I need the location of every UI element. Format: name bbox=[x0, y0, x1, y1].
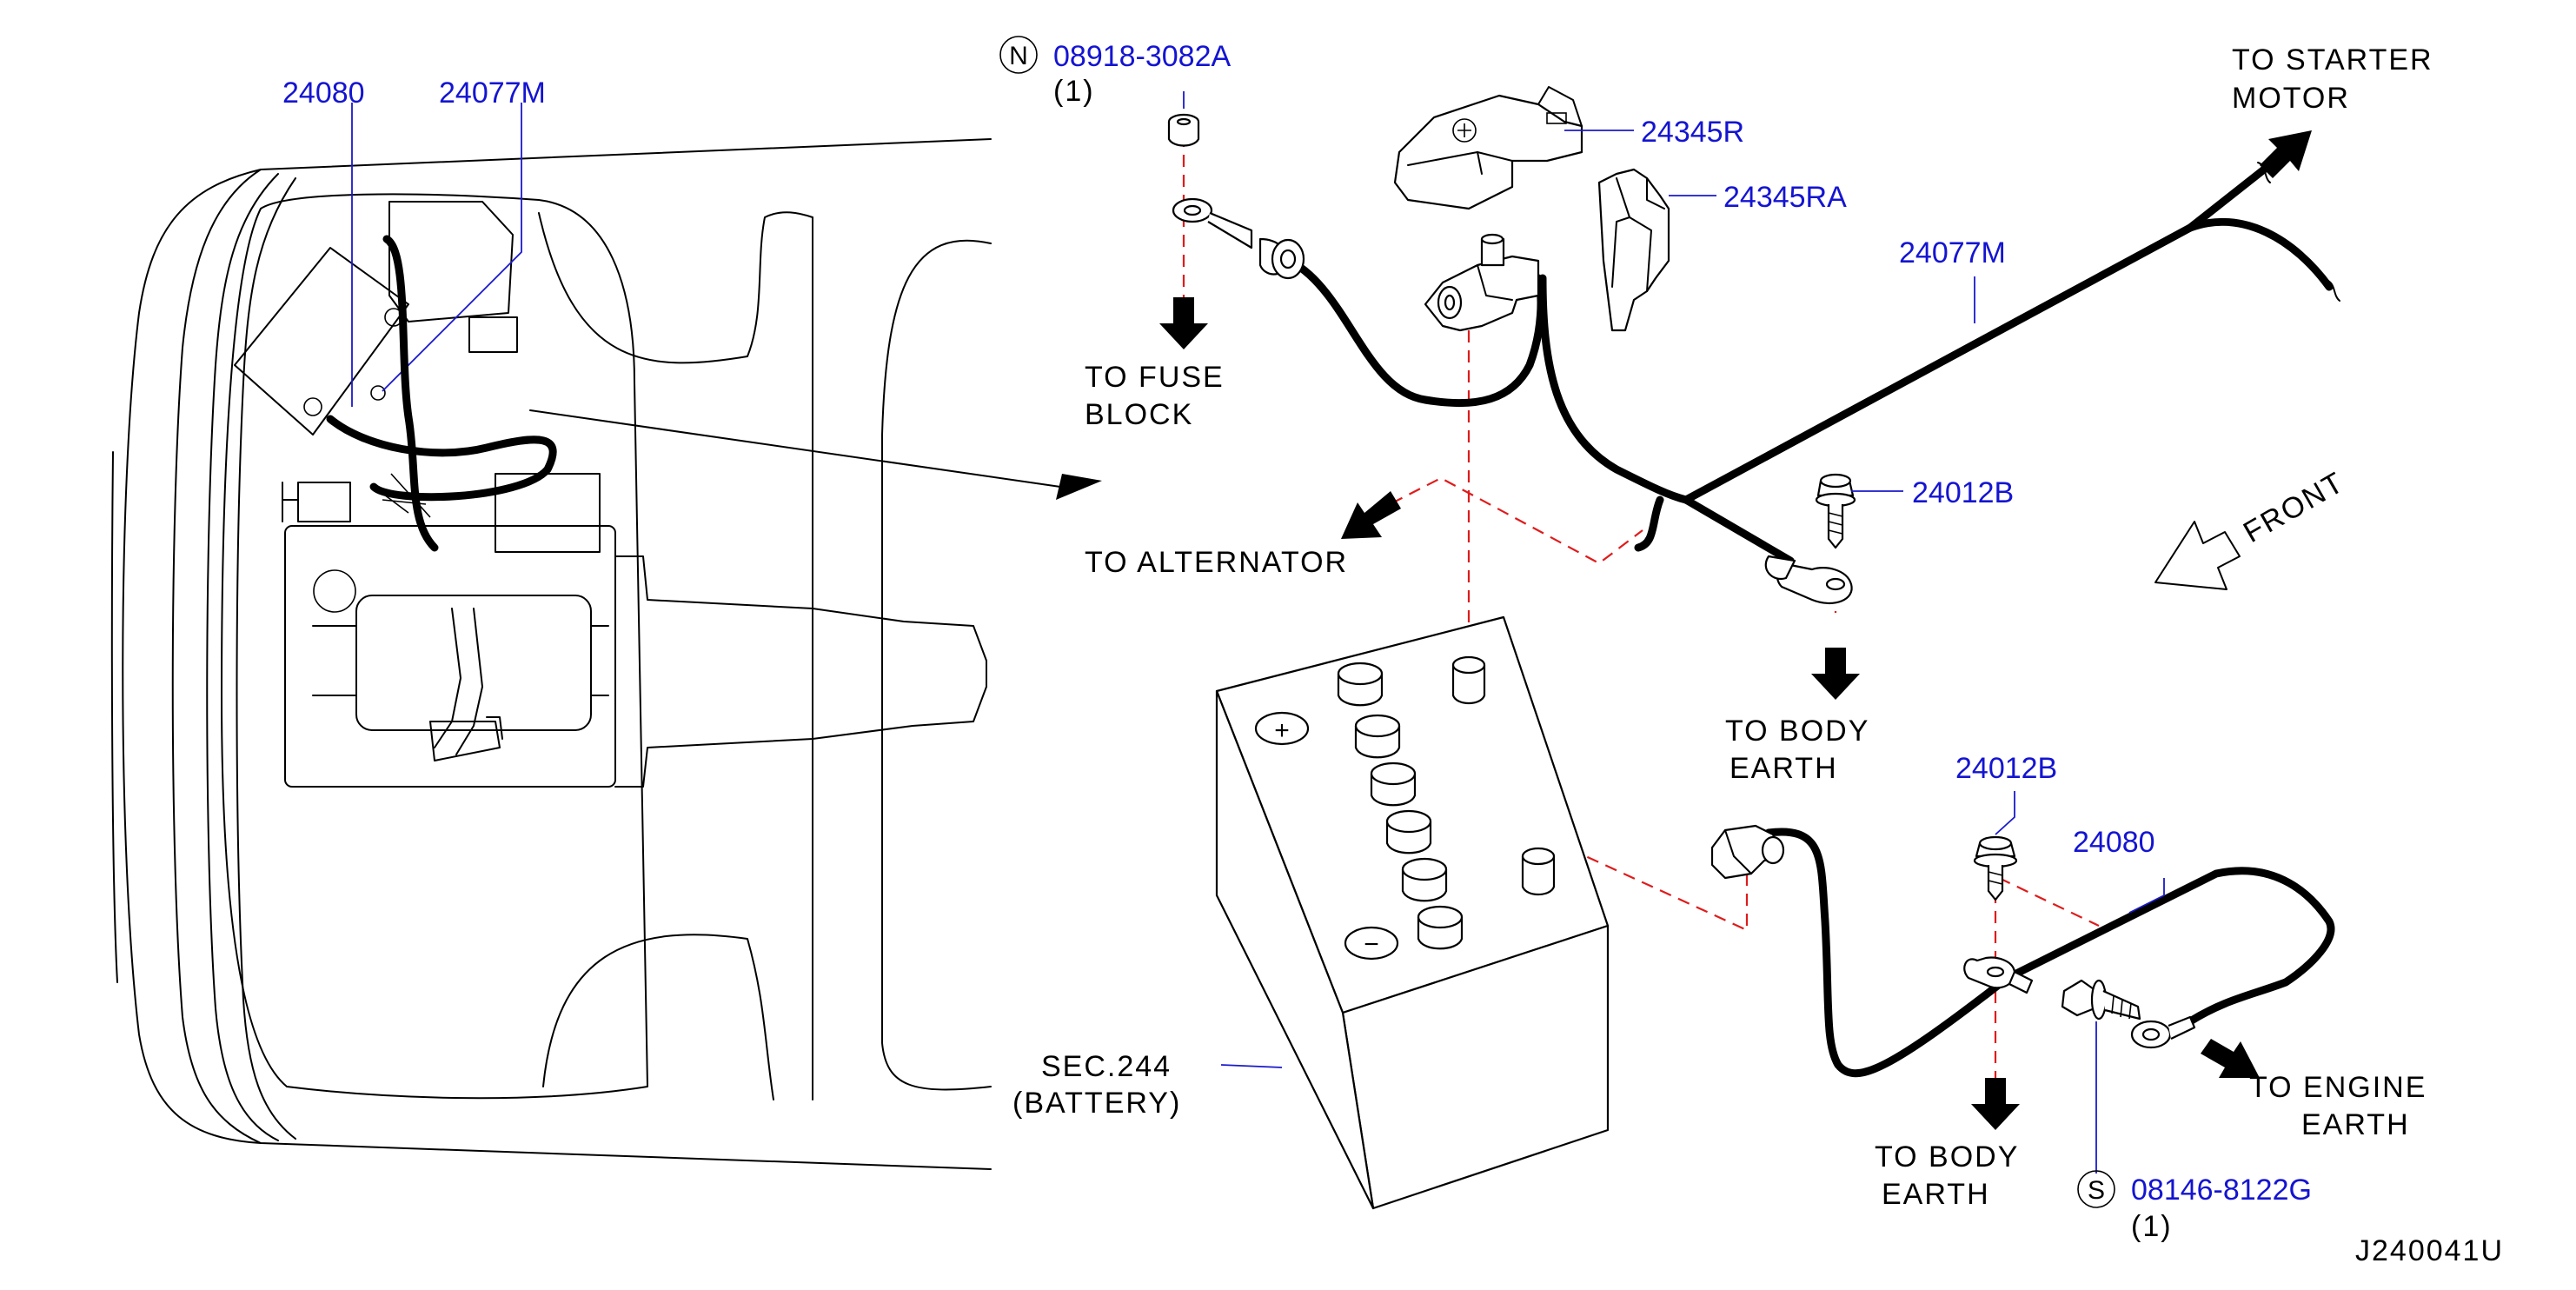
terminal-cover-24345ra bbox=[1597, 168, 1670, 332]
battery: + − bbox=[1215, 615, 1610, 1210]
arrow-down-body-earth-bottom-icon bbox=[1971, 1078, 2020, 1130]
positive-clamp bbox=[1424, 233, 1540, 332]
direction-arrows bbox=[1159, 130, 2312, 1130]
label-08918-3082a: 08918-3082A bbox=[1053, 40, 1232, 73]
fuse-terminal bbox=[1172, 197, 1305, 280]
vehicle-overview bbox=[110, 103, 1102, 1170]
label-battery-2: (BATTERY) bbox=[1012, 1087, 1181, 1120]
engine-earth-terminal bbox=[2130, 1015, 2196, 1049]
label-08146-8122g: 08146-8122G bbox=[2131, 1174, 2312, 1207]
body-earth-terminal-bottom bbox=[1963, 956, 2034, 994]
bolt-08146 bbox=[2061, 979, 2141, 1021]
arrow-down-body-earth-top-icon bbox=[1811, 648, 1860, 700]
label-body-earth-top-2: EARTH bbox=[1730, 752, 1838, 785]
front-arrow-icon bbox=[2154, 521, 2241, 590]
arrow-engine-earth-icon bbox=[2201, 1039, 2260, 1078]
leader-lines bbox=[1183, 91, 2165, 1174]
label-fuse-2: BLOCK bbox=[1085, 398, 1193, 431]
nut-08918 bbox=[1167, 113, 1200, 147]
label-body-earth-bottom-1: TO BODY bbox=[1875, 1140, 2019, 1174]
battery-caps bbox=[1337, 662, 1464, 950]
label-alternator: TO ALTERNATOR bbox=[1085, 546, 1348, 579]
label-fuse-1: TO FUSE bbox=[1085, 361, 1225, 394]
terminal-cover-24345r bbox=[1393, 86, 1583, 210]
label-starter-1: TO STARTER bbox=[2232, 43, 2433, 76]
label-24080-left: 24080 bbox=[282, 76, 365, 110]
battery-plus-mark: + bbox=[1274, 716, 1290, 745]
label-24345ra: 24345RA bbox=[1723, 181, 1847, 214]
bolt-24012b-top bbox=[1815, 473, 1856, 549]
label-body-earth-top-1: TO BODY bbox=[1725, 715, 1869, 748]
label-s-prefix: S bbox=[2088, 1176, 2105, 1205]
arrow-starter-icon bbox=[2260, 130, 2312, 178]
negative-clamp bbox=[1710, 824, 1785, 880]
label-battery-1: SEC.244 bbox=[1041, 1050, 1172, 1083]
label-08918-qty: (1) bbox=[1053, 75, 1095, 108]
label-24077m-left: 24077M bbox=[439, 76, 546, 110]
diagram-code: J240041U bbox=[2355, 1234, 2504, 1267]
bolt-24012b-bottom bbox=[1973, 835, 2018, 901]
cable-harness bbox=[1282, 162, 2340, 1078]
battery-minus-mark: − bbox=[1364, 930, 1379, 959]
label-24012b-bottom: 24012B bbox=[1955, 752, 2057, 785]
arrow-alternator-icon bbox=[1341, 491, 1401, 539]
part-number-labels: 24080 24077M N 08918-3082A (1) 24345R 24… bbox=[282, 36, 2312, 1243]
label-08146-qty: (1) bbox=[2131, 1210, 2173, 1243]
label-front: FRONT bbox=[2238, 465, 2350, 549]
label-24345r: 24345R bbox=[1641, 116, 1744, 149]
label-24012b-top: 24012B bbox=[1912, 476, 2014, 509]
label-n-prefix: N bbox=[1009, 42, 1028, 70]
body-earth-terminal-top bbox=[1764, 555, 1853, 604]
label-engine-earth-1: TO ENGINE bbox=[2249, 1071, 2427, 1104]
label-body-earth-bottom-2: EARTH bbox=[1882, 1178, 1990, 1211]
label-starter-2: MOTOR bbox=[2232, 82, 2350, 115]
label-engine-earth-2: EARTH bbox=[2301, 1108, 2410, 1141]
arrow-down-fuse-icon bbox=[1159, 297, 1208, 349]
label-24077m-right: 24077M bbox=[1899, 236, 2006, 269]
label-24080-right: 24080 bbox=[2073, 826, 2155, 859]
